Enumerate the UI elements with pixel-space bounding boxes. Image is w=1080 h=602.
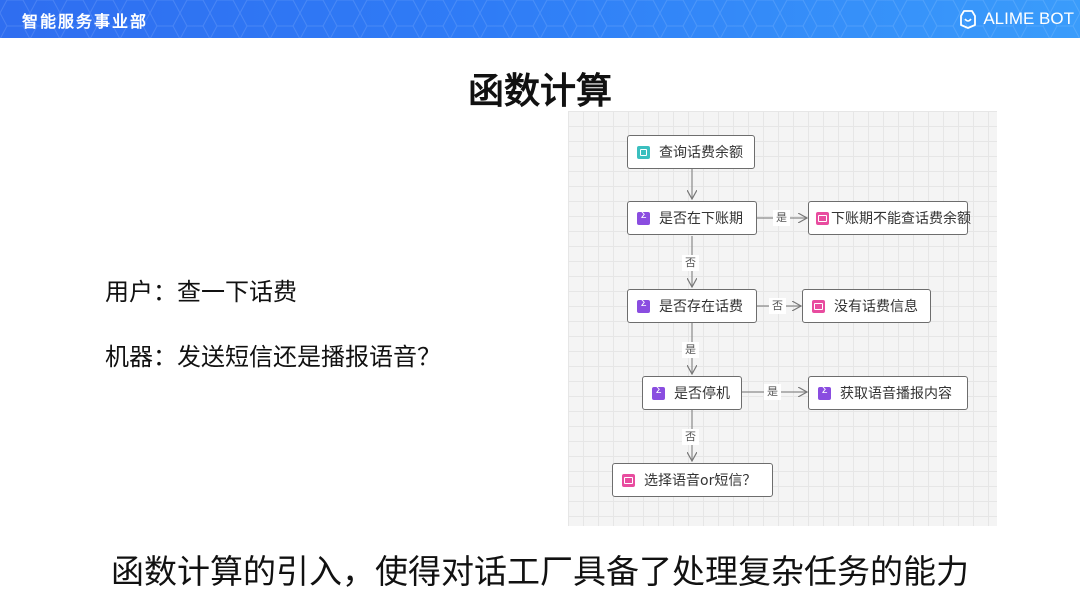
page-title: 函数计算 <box>467 71 612 112</box>
bottom-caption: 函数计算的引入，使得对话工厂具备了处理复杂任务的能力 <box>111 552 969 591</box>
top-banner: 智能服务事业部 ALIME BOT <box>0 0 1080 38</box>
node-query-fee: 查询话费余额 <box>627 135 755 169</box>
node-get-voice: 获取语音播报内容 <box>808 376 968 410</box>
edge-label-yes: 是 <box>764 384 781 400</box>
flowchart: 查询话费余额 是否在下账期 下账期不能查话费余额 是否存在话费 没有话费信息 是… <box>568 111 997 526</box>
edge-label-no: 否 <box>769 298 786 314</box>
message-icon <box>622 473 635 487</box>
message-icon <box>816 211 829 225</box>
node-cannot-query: 下账期不能查话费余额 <box>808 201 971 235</box>
function-icon <box>637 210 650 225</box>
department-name: 智能服务事业部 <box>22 12 149 31</box>
hexagon-pattern <box>0 0 1080 38</box>
robot-head-icon <box>960 10 977 29</box>
query-icon <box>637 145 650 159</box>
function-icon <box>637 298 650 313</box>
node-billing-period: 是否在下账期 <box>627 201 757 235</box>
user-utterance: 用户：查一下话费 <box>105 278 297 306</box>
node-has-fee: 是否存在话费 <box>627 289 757 323</box>
message-icon <box>812 299 825 313</box>
function-icon <box>818 385 831 400</box>
brand-logo: ALIME BOT <box>957 8 1074 30</box>
edge-label-yes: 是 <box>773 210 790 226</box>
edge-label-yes: 是 <box>682 342 699 358</box>
edge-label-no: 否 <box>682 429 699 445</box>
node-no-fee: 没有话费信息 <box>802 289 931 323</box>
brand-name: ALIME BOT <box>983 9 1074 28</box>
machine-utterance: 机器：发送短信还是播报语音？ <box>105 343 441 371</box>
function-icon <box>652 385 665 400</box>
node-choose: 选择语音or短信？ <box>612 463 773 497</box>
node-stopped: 是否停机 <box>642 376 742 410</box>
edge-label-no: 否 <box>682 255 699 271</box>
